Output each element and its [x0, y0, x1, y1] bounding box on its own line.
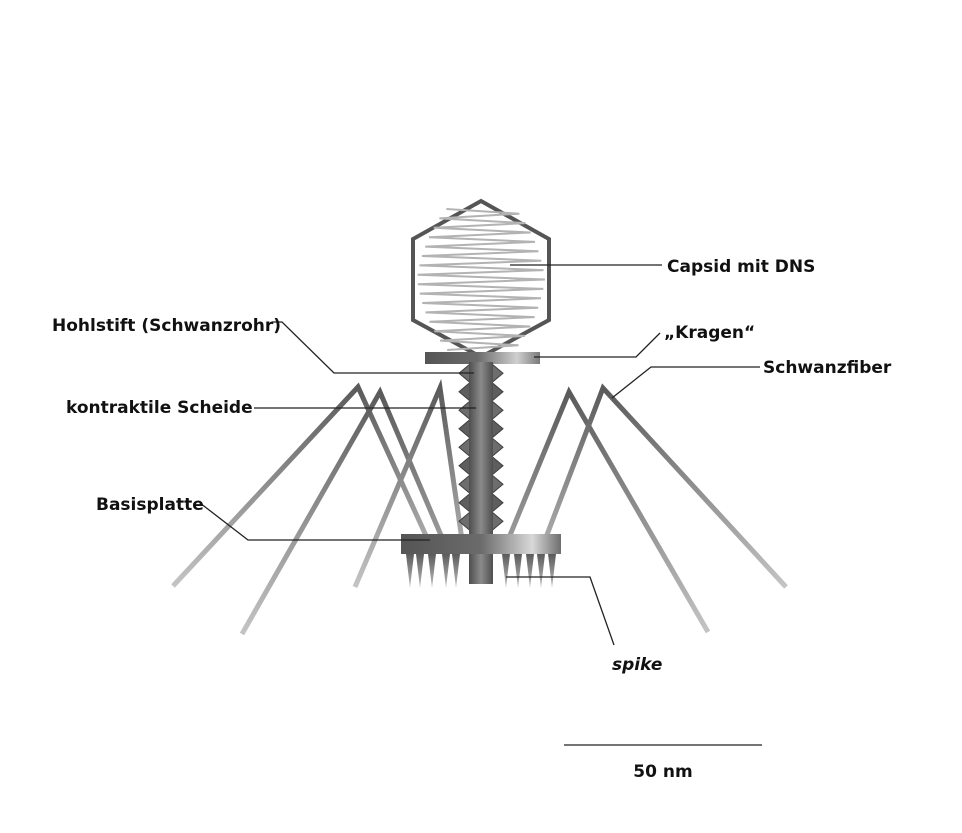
spike-tooth	[406, 554, 414, 588]
scale-bar: 50 nm	[564, 744, 762, 782]
leader-schwanzfiber	[611, 366, 760, 399]
spike-tooth	[502, 554, 510, 588]
spike-tooth	[442, 554, 450, 588]
spike-tooth	[514, 554, 522, 588]
label-kragen: „Kragen“	[664, 323, 755, 343]
spike-tooth	[416, 554, 424, 588]
tail-fiber-left-outer	[171, 382, 431, 588]
dna-strand	[417, 208, 545, 351]
leader-basisplatte	[199, 502, 430, 541]
label-spike: spike	[612, 655, 662, 675]
capsid	[411, 198, 551, 360]
tail-fiber-left-mid	[239, 386, 446, 636]
label-basisplatte: Basisplatte	[96, 495, 204, 515]
spike-tooth	[537, 554, 545, 588]
tail-fiber-right-mid	[542, 383, 788, 589]
label-schwanzfiber: Schwanzfiber	[763, 358, 892, 378]
label-scheide: kontraktile Scheide	[66, 398, 253, 418]
leader-lines	[199, 264, 760, 646]
collar	[425, 352, 540, 364]
leader-hohlstift	[272, 321, 474, 374]
spike-tooth	[452, 554, 460, 588]
spike-tooth	[428, 554, 436, 588]
spike-tooth	[548, 554, 556, 588]
tail-fiber-left-inner	[352, 378, 465, 588]
spikes	[406, 554, 556, 588]
label-capsid: Capsid mit DNS	[667, 257, 815, 277]
tail-fiber-right-inner	[505, 386, 711, 634]
scale-bar-label: 50 nm	[633, 762, 692, 782]
leader-kragen	[534, 332, 661, 358]
label-hohlstift: Hohlstift (Schwanzrohr)	[52, 316, 281, 336]
spike-tooth	[526, 554, 534, 588]
base-plate	[401, 534, 561, 554]
leader-spike	[506, 576, 615, 646]
tail-fibers	[171, 378, 788, 636]
